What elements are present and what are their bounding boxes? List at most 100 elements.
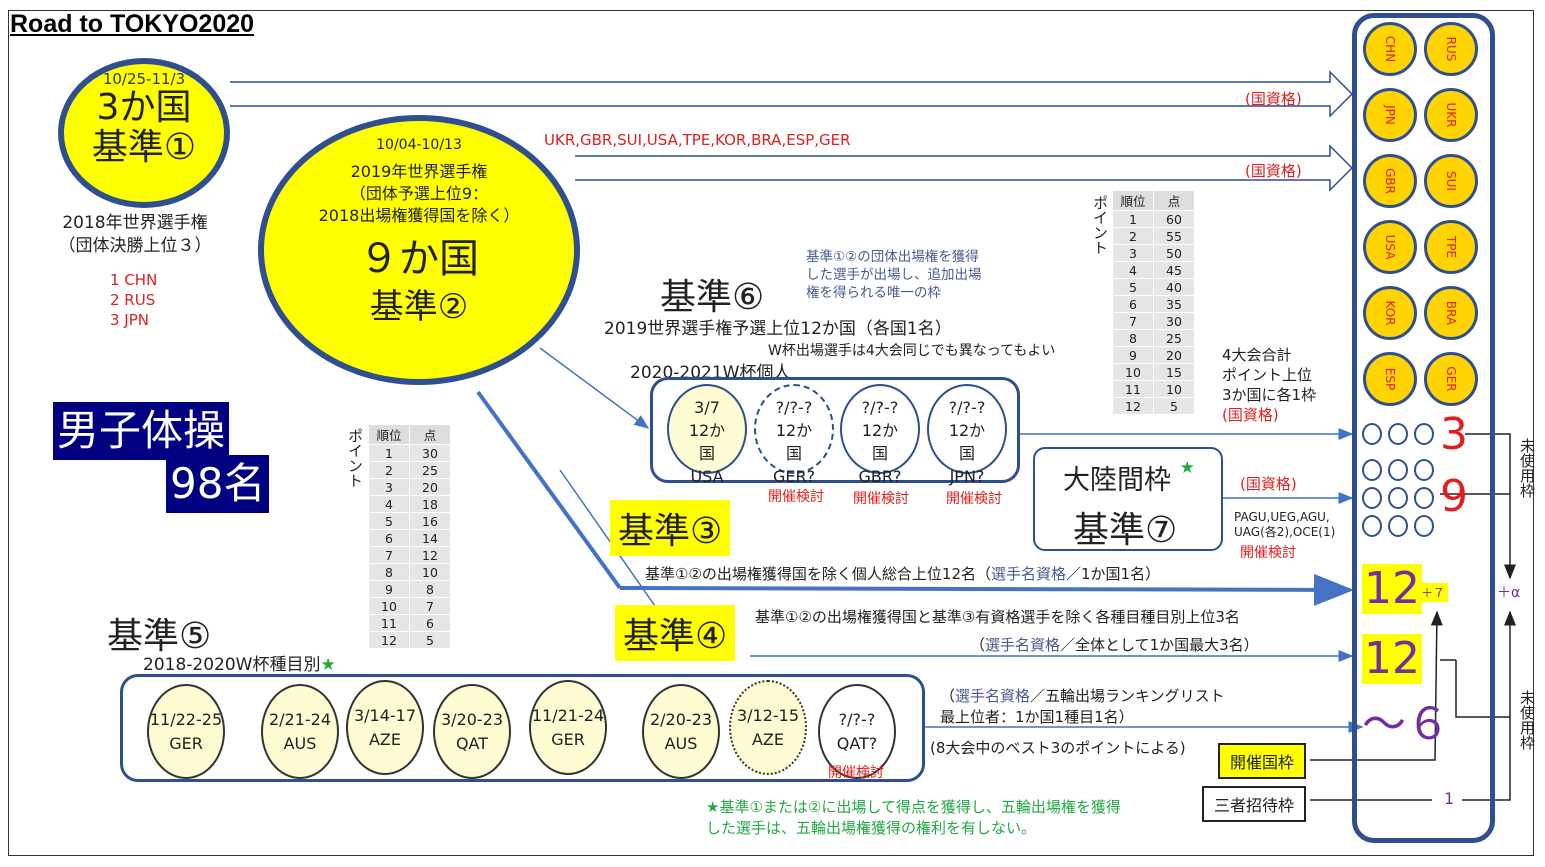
event-date: ?/?-?	[948, 398, 986, 417]
event-place: GER?	[772, 467, 816, 486]
rank-cell: 7	[368, 546, 410, 564]
criterion-1-qualifier: (国資格)	[1245, 90, 1302, 108]
points-cell: 40	[1153, 278, 1195, 296]
criterion-6-wcup-note: W杯出場選手は4大会同じでも異なってもよい	[768, 343, 1056, 359]
points-cell: 25	[1153, 329, 1195, 347]
criterion-5-ranking-blue: 選手名資格	[955, 687, 1031, 705]
criterion-3-desc-blue: 選手名資格	[990, 565, 1066, 583]
points-label-left: ポイント	[346, 428, 364, 488]
rank-cell: 10	[368, 597, 410, 615]
criterion-3-quota-number: 12	[1362, 563, 1422, 614]
criterion-1-source-line1: 2018年世界選手権	[62, 213, 208, 233]
criterion-3-desc-pre: 基準①②の出場権獲得国を除く個人総合上位12名（	[645, 565, 991, 583]
star-note-line1: ★基準①または②に出場して得点を獲得し、五輪出場権を獲得	[706, 798, 1121, 816]
criterion-4-sub: （選手名資格／全体として1か国最大3名）	[970, 634, 1259, 655]
event-place: GER	[169, 734, 203, 753]
qualified-country-circle: BRA	[1424, 286, 1478, 340]
qualified-country-circle: SUI	[1424, 154, 1478, 208]
criterion-2-teams: UKR,GBR,SUI,USA,TPE,KOR,BRA,ESP,GER	[544, 131, 851, 149]
points-cell: 10	[1153, 380, 1195, 398]
criterion-2-count: ９か国	[359, 236, 479, 282]
criterion-2-line2: （団体予選上位9：	[349, 184, 489, 203]
rank-cell: 2	[368, 461, 410, 479]
country-code: JPN	[1383, 105, 1397, 125]
criterion-1-label: 基準①	[91, 127, 197, 168]
event-date: 11/21-24	[531, 706, 605, 725]
criterion-1-teams: 1 CHN 2 RUS 3 JPN	[110, 270, 157, 330]
rank-cell: 5	[368, 512, 410, 530]
criterion-6-note-line1: 基準①②の団体出場権を獲得	[806, 249, 979, 265]
criterion-7-continents: PAGU,UEG,AGU, UAG(各2),OCE(1)	[1234, 510, 1335, 540]
rank-cell: 9	[368, 580, 410, 598]
criterion-7-label-big: 基準⑦	[1073, 510, 1178, 551]
criterion-1-count: 3か国	[96, 87, 192, 128]
criterion-7-quota-number: 9	[1440, 471, 1468, 522]
criterion-2-line1: 2019年世界選手権	[350, 162, 488, 181]
quota-slot-circle	[1362, 487, 1382, 509]
criterion-5-quota-number: ～６	[1362, 699, 1450, 750]
event-place: QAT	[455, 734, 489, 753]
diagram-frame	[8, 10, 1534, 856]
event-date: 3/20-23	[440, 710, 504, 729]
event-count: 12か	[688, 421, 726, 440]
rank-cell: 5	[1112, 278, 1154, 296]
qualified-country-circle: TPE	[1424, 220, 1478, 274]
country-code: USA	[1383, 234, 1397, 260]
criterion-7-label: 大陸間枠	[1063, 465, 1171, 496]
points-cell: 10	[409, 563, 451, 581]
country-code: ESP	[1383, 367, 1397, 391]
criterion-5-series-label: 2018-2020W杯種目別	[143, 655, 321, 675]
criterion-1-team: 2 RUS	[110, 291, 156, 309]
event-place: GER	[551, 730, 585, 749]
criterion-7-continents-line1: PAGU,UEG,AGU,	[1234, 510, 1330, 524]
country-code: GBR	[1383, 168, 1397, 194]
criterion-6-note-line2: した選手が出場し、追加出場	[806, 267, 982, 283]
unused-quota-label: 未使用枠	[1518, 438, 1536, 498]
event-date: 2/21-24	[268, 710, 332, 729]
points-label-right: ポイント	[1091, 195, 1109, 255]
event-count: 12か	[861, 421, 899, 440]
country-code: CHN	[1383, 35, 1397, 63]
criterion-5-ranking-pre: （	[940, 687, 956, 705]
points-cell: 45	[1153, 261, 1195, 279]
points-cell: 8	[409, 580, 451, 598]
rank-cell: 12	[1112, 397, 1154, 415]
men-total-label: 98名	[166, 455, 270, 513]
star-note-line2: した選手は、五輪出場権獲得の権利を有しない。	[706, 819, 1037, 837]
criterion-1-date: 10/25-11/3	[102, 70, 186, 88]
rank-cell: 8	[1112, 329, 1154, 347]
star-icon: ★	[1179, 458, 1195, 478]
criterion-2-date: 10/04-10/13	[376, 137, 462, 153]
country-code: KOR	[1383, 300, 1397, 326]
event-date: 2/20-23	[649, 710, 713, 729]
criterion-6-note-line3: 権を得られる唯一の枠	[806, 285, 941, 301]
event-place: AZE	[368, 730, 401, 749]
star-note: ★基準①または②に出場して得点を獲得し、五輪出場権を獲得 した選手は、五輪出場権…	[706, 797, 1121, 839]
points-cell: 5	[409, 631, 451, 649]
rank-cell: 3	[368, 478, 410, 496]
criterion-4-desc: 基準①②の出場権獲得国と基準③有資格選手を除く各種目種目別上位3名	[755, 608, 1240, 626]
points-cell: 18	[409, 495, 451, 513]
criterion-6-events-box	[650, 377, 1020, 483]
tripartite-quota-number: 1	[1444, 789, 1455, 808]
event-unit: 国	[958, 444, 975, 463]
rank-cell: 6	[1112, 295, 1154, 313]
wcup-individual-event: 3/7 12か 国 USA	[667, 384, 747, 486]
